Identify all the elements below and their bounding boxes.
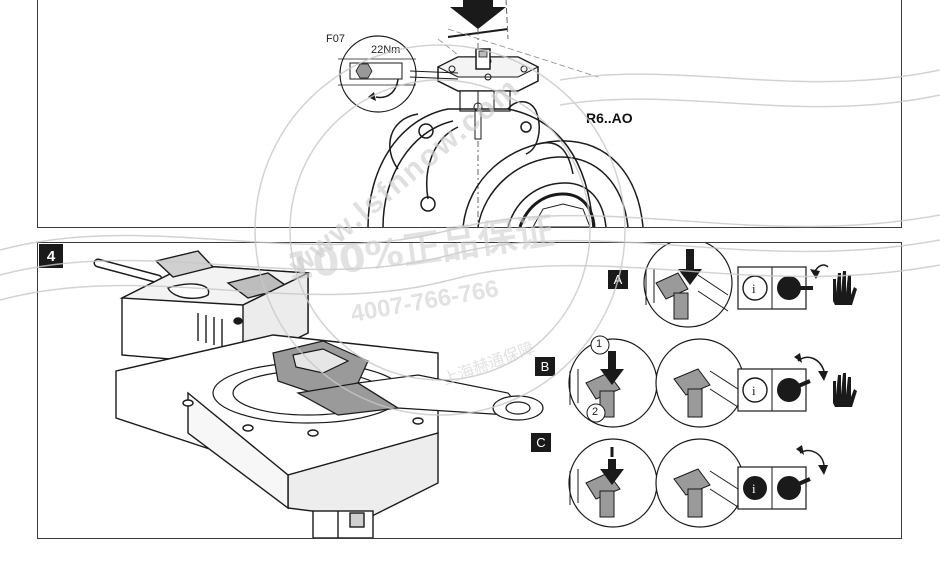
option-c-detail: [568, 438, 745, 528]
actuator-cable: [93, 258, 163, 284]
option-a-detail: [643, 243, 733, 328]
torque-label: 22Nm: [371, 44, 401, 56]
option-b-badge: B: [535, 357, 555, 376]
valve-model-label: R6..AO: [586, 110, 633, 126]
option-a-status: i: [737, 264, 857, 310]
callout-2: 2: [592, 406, 599, 418]
function-code-label: F07: [326, 33, 345, 45]
svg-text:i: i: [752, 383, 756, 398]
callout-1: 1: [596, 338, 603, 350]
option-c-badge: C: [531, 433, 551, 452]
option-b-status: i: [737, 353, 857, 412]
option-a-badge: A: [608, 270, 628, 289]
svg-text:i: i: [752, 481, 756, 496]
svg-text:i: i: [752, 281, 756, 296]
option-c-status: i: [737, 445, 828, 510]
